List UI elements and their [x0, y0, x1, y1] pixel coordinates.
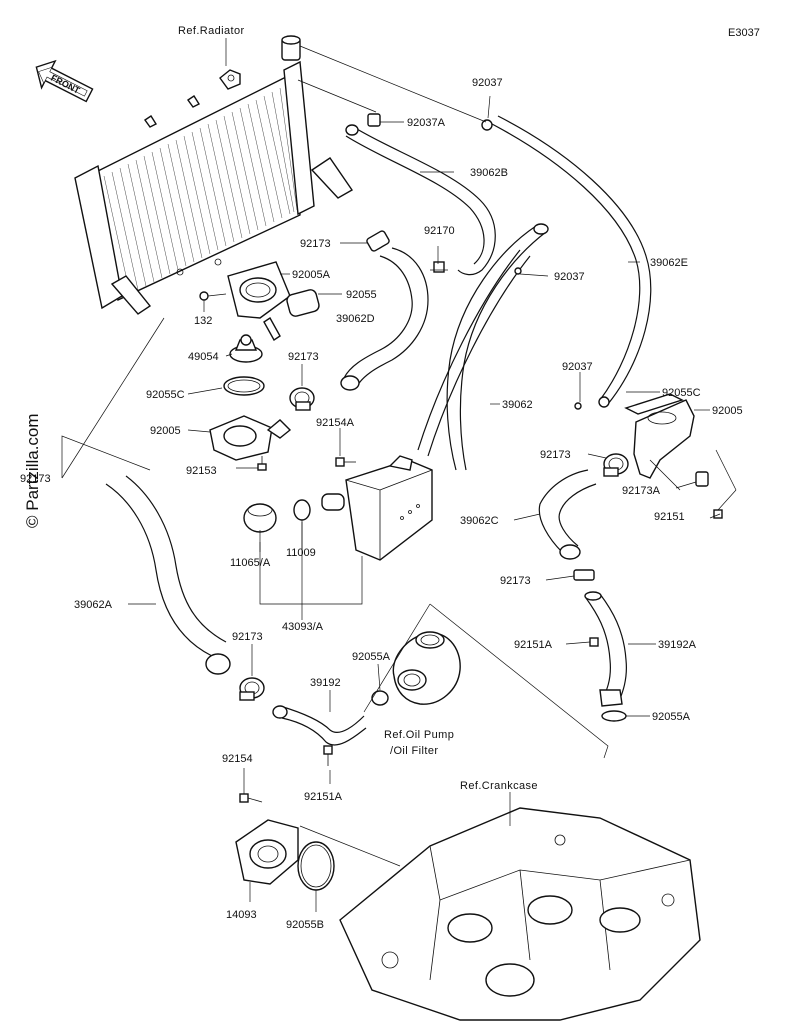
reservoir-tank: [321, 455, 433, 561]
leader-lines: [61, 45, 737, 912]
hose-39062: [446, 225, 547, 471]
callout-92005-right: 92005: [712, 405, 743, 417]
hose-39062a: [105, 475, 227, 657]
radiator: [74, 35, 354, 315]
cover-14093: [235, 819, 299, 885]
callout-39062a: 39062A: [74, 599, 113, 611]
callout-92173-b: 92173: [288, 351, 319, 363]
bolt-92151a-lower-icon: [323, 745, 333, 766]
o-ring-92055b-icon: [297, 841, 335, 891]
o-ring-92055a-left: [371, 690, 389, 706]
reservoir-cap-11065a: [243, 503, 277, 533]
callout-39062b: 39062B: [470, 167, 508, 179]
callout-92151: 92151: [654, 511, 685, 523]
callout-43093a: 43093/A: [282, 621, 324, 633]
callout-92055: 92055: [346, 289, 377, 301]
callout-92173-d: 92173: [500, 575, 531, 587]
callout-11009: 11009: [286, 547, 316, 559]
diagram-code: E3037: [728, 27, 760, 39]
callout-92037-top: 92037: [472, 77, 503, 89]
callout-92170: 92170: [424, 225, 455, 237]
clamp-92173-lower: [239, 677, 265, 701]
hose-39062b: [345, 125, 496, 276]
bolt-92151a-right-icon: [589, 637, 599, 647]
ref-radiator-label: Ref.Radiator: [178, 25, 245, 37]
callout-92154: 92154: [222, 753, 253, 765]
callout-92055c-left: 92055C: [146, 389, 185, 401]
pipe-39192a: [585, 593, 627, 705]
callout-92173-c: 92173: [540, 449, 571, 461]
callout-labels: 92037 92037A 39062B 92170 39062E 92173 9…: [20, 77, 743, 931]
clip-92037-top-icon: [481, 119, 493, 131]
thermostat-49054-icon: [229, 334, 263, 363]
clip-92037-r-icon: [574, 402, 582, 410]
callout-92055a-right: 92055A: [652, 711, 691, 723]
clip-92170-icon: [430, 261, 448, 273]
callout-39062e: 39062E: [650, 257, 688, 269]
clip-92037-mid-icon: [514, 267, 522, 275]
clamp-92173-upper: [366, 230, 390, 252]
callout-11065a: 11065/A: [230, 557, 271, 569]
thermostat-housing-cover: [227, 261, 291, 342]
clip-92037a-icon: [367, 113, 381, 127]
ref-oil-filter-label: /Oil Filter: [390, 745, 438, 757]
bolt-132-icon: [199, 291, 227, 301]
hose-39062d: [343, 247, 429, 389]
callout-92055c-right: 92055C: [662, 387, 701, 399]
callout-92005-left: 92005: [150, 425, 181, 437]
bolt-92151-icon: [713, 509, 723, 519]
callout-39192a: 39192A: [658, 639, 697, 651]
callout-92173-a: 92173: [300, 238, 331, 250]
callout-14093: 14093: [226, 909, 257, 921]
hose-39062c: [538, 469, 597, 553]
pipe-39192: [279, 705, 367, 746]
bolt-92153-icon: [257, 456, 267, 471]
bolt-92154a-icon: [335, 457, 356, 467]
gasket-92055-icon: [286, 289, 320, 317]
water-pump-housing: [392, 631, 461, 705]
ref-oil-pump-label: Ref.Oil Pump: [384, 729, 454, 741]
crankcase: [339, 807, 701, 1021]
callout-39192: 39192: [310, 677, 341, 689]
callout-39062d: 39062D: [336, 313, 375, 325]
callout-92055a-left: 92055A: [352, 651, 391, 663]
callout-92037-right: 92037: [562, 361, 593, 373]
callout-39062: 39062: [502, 399, 533, 411]
callout-92173-left: 92173: [20, 473, 51, 485]
callout-92151a-right: 92151A: [514, 639, 553, 651]
thermostat-housing-92005: [209, 415, 292, 461]
callout-92154a: 92154A: [316, 417, 355, 429]
watermark: © Partzilla.com: [23, 413, 42, 528]
front-arrow-icon: FRONT: [35, 59, 94, 103]
callout-92153: 92153: [186, 465, 217, 477]
clamp-92173-mid: [289, 387, 315, 411]
clamp-92173-small: [573, 569, 595, 581]
callout-92173a: 92173A: [622, 485, 661, 497]
bolt-92154-icon: [239, 793, 263, 803]
radiator-fins: [95, 87, 298, 299]
clamp-92173-right: [603, 453, 629, 477]
callout-92151a-bottom: 92151A: [304, 791, 343, 803]
hose-39062e: [491, 115, 652, 405]
clamp-92173a-icon: [695, 471, 709, 487]
gasket-11009-icon: [293, 499, 311, 521]
callout-92037-mid: 92037: [554, 271, 585, 283]
o-ring-92055a-right: [601, 710, 627, 722]
gasket-92055c-right: [624, 393, 684, 415]
callout-39062c: 39062C: [460, 515, 499, 527]
callout-92055b: 92055B: [286, 919, 324, 931]
callout-92173-e: 92173: [232, 631, 263, 643]
callout-92005a: 92005A: [292, 269, 331, 281]
callout-49054: 49054: [188, 351, 219, 363]
callout-132: 132: [194, 315, 212, 327]
callout-92037a: 92037A: [407, 117, 446, 129]
pipe-fitting-92005-right: [633, 399, 695, 491]
ref-crankcase-label: Ref.Crankcase: [460, 780, 538, 792]
